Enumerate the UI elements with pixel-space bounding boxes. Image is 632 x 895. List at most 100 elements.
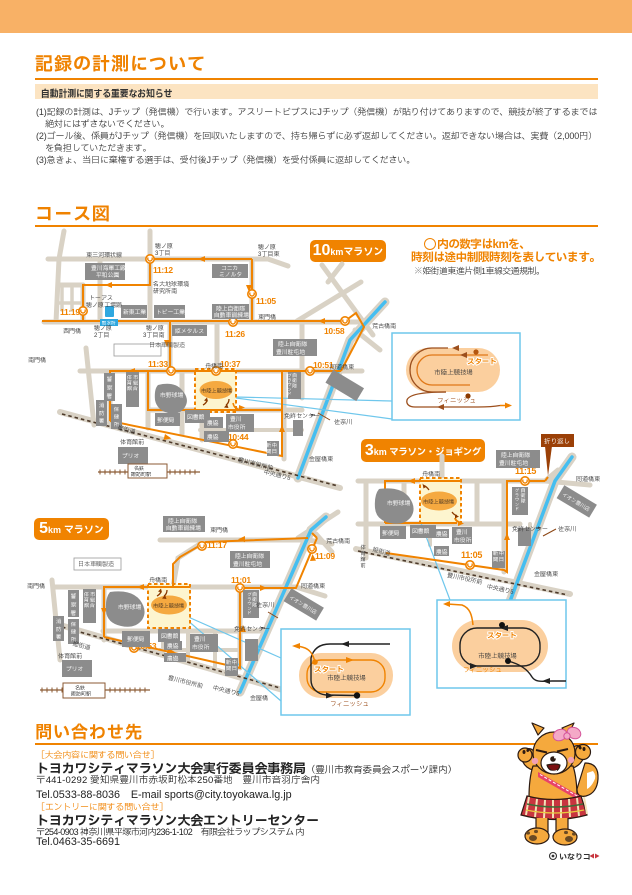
svg-text:東門橋: 東門橋 <box>210 526 228 534</box>
svg-text:名大地球環境: 名大地球環境 <box>152 280 189 288</box>
svg-text:市野球場: 市野球場 <box>160 392 183 399</box>
svg-text:スタート: スタート <box>314 665 344 674</box>
svg-text:金屋橋: 金屋橋 <box>249 694 268 702</box>
svg-text:佐奈川: 佐奈川 <box>256 601 274 609</box>
svg-text:陸上自衛隊: 陸上自衛隊 <box>235 552 264 560</box>
svg-text:豊川駐屯地: 豊川駐屯地 <box>276 348 305 356</box>
svg-text:コニカ: コニカ <box>221 265 238 272</box>
svg-text:郵便局: 郵便局 <box>127 635 145 643</box>
svg-text:11:01: 11:01 <box>231 575 251 585</box>
svg-text:農協: 農協 <box>435 531 448 538</box>
svg-text:荒古橋南: 荒古橋南 <box>371 322 396 330</box>
svg-text:11:05: 11:05 <box>461 550 482 560</box>
svg-text:トビー工業: トビー工業 <box>156 309 185 316</box>
svg-text:姫街道: 姫街道 <box>71 639 92 652</box>
svg-text:諏訪町駅: 諏訪町駅 <box>71 692 91 698</box>
svg-text:ミノルタ: ミノルタ <box>219 272 242 279</box>
svg-text:グラウンド: グラウンド <box>247 592 252 615</box>
svg-text:豊川駐屯地: 豊川駐屯地 <box>233 560 262 568</box>
svg-text:市陸上競技場: 市陸上競技場 <box>478 653 518 660</box>
svg-text:新聞: 新聞 <box>492 551 498 563</box>
svg-text:スタート: スタート <box>487 631 517 640</box>
svg-text:保健所: 保健所 <box>113 406 120 428</box>
svg-text:農協: 農協 <box>435 549 448 556</box>
svg-text:佐奈川: 佐奈川 <box>558 525 576 533</box>
svg-text:警察署: 警察署 <box>107 375 113 400</box>
svg-text:日本車輌製造: 日本車輌製造 <box>149 342 185 349</box>
svg-text:名鉄: 名鉄 <box>134 465 144 472</box>
svg-text:舟橋南: 舟橋南 <box>148 576 167 584</box>
svg-text:諏訪町駅: 諏訪町駅 <box>131 472 151 478</box>
svg-text:姫メタルス: 姫メタルス <box>175 327 204 335</box>
svg-text:市陸上競技場: 市陸上競技場 <box>327 675 367 682</box>
svg-text:新聞: 新聞 <box>265 443 271 455</box>
svg-text:自衛隊: 自衛隊 <box>251 591 257 608</box>
svg-text:農協: 農協 <box>166 643 179 650</box>
svg-text:フィニッシュ: フィニッシュ <box>330 700 369 708</box>
svg-text:市陸上競技場: 市陸上競技場 <box>423 500 454 506</box>
svg-text:豊川市役所前: 豊川市役所前 <box>167 674 204 690</box>
svg-text:11:09: 11:09 <box>315 551 335 561</box>
svg-text:同道橋東: 同道橋東 <box>576 475 601 483</box>
svg-text:豊川海軍工廠: 豊川海軍工廠 <box>91 264 126 272</box>
svg-text:自動車訓練場: 自動車訓練場 <box>214 311 249 319</box>
svg-text:陸上自衛隊: 陸上自衛隊 <box>168 517 197 525</box>
svg-text:トーアス: トーアス <box>89 295 113 302</box>
svg-text:体育館前: 体育館前 <box>360 544 366 569</box>
svg-text:陸上自衛隊: 陸上自衛隊 <box>501 451 530 459</box>
svg-text:穂ノ原工場跡: 穂ノ原工場跡 <box>85 302 123 309</box>
svg-text:2丁目: 2丁目 <box>94 332 109 339</box>
svg-text:名鉄: 名鉄 <box>75 685 85 692</box>
svg-text:陸上自衛隊: 陸上自衛隊 <box>278 340 307 348</box>
svg-text:新聞: 新聞 <box>225 660 231 672</box>
svg-text:グラウンド: グラウンド <box>515 488 520 511</box>
svg-text:中日: 中日 <box>499 551 504 563</box>
svg-text:金屋橋東: 金屋橋東 <box>533 570 559 578</box>
svg-text:3丁目東: 3丁目東 <box>258 251 280 258</box>
svg-text:11:05: 11:05 <box>256 296 276 306</box>
svg-text:同道橋東: 同道橋東 <box>301 582 326 590</box>
svg-text:陸上自衛隊: 陸上自衛隊 <box>216 305 245 313</box>
svg-text:折り返し: 折り返し <box>543 438 570 446</box>
svg-text:豊川駐屯地: 豊川駐屯地 <box>499 459 528 467</box>
svg-text:穂ノ原: 穂ノ原 <box>154 243 173 250</box>
svg-text:免許センター: 免許センター <box>234 625 270 633</box>
svg-text:西門橋: 西門橋 <box>63 327 81 335</box>
svg-text:10:51: 10:51 <box>313 360 334 370</box>
svg-text:11:12: 11:12 <box>153 265 173 275</box>
svg-text:豊川: 豊川 <box>194 636 206 643</box>
svg-text:免許センター: 免許センター <box>284 412 320 420</box>
svg-text:東門橋: 東門橋 <box>258 313 276 321</box>
svg-text:市役所: 市役所 <box>192 643 210 651</box>
svg-text:フィニッシュ: フィニッシュ <box>463 666 502 674</box>
svg-text:体育館前: 体育館前 <box>58 652 82 660</box>
svg-text:荒古橋南: 荒古橋南 <box>325 537 350 545</box>
svg-text:中日: 中日 <box>232 660 237 672</box>
svg-text:市役所: 市役所 <box>228 423 246 431</box>
svg-text:図書館: 図書館 <box>412 528 430 535</box>
svg-text:市野球場: 市野球場 <box>118 604 141 611</box>
svg-text:農協: 農協 <box>206 434 219 441</box>
svg-text:南門橋: 南門橋 <box>27 582 45 590</box>
svg-text:スタート: スタート <box>467 357 497 366</box>
svg-text:消防署: 消防署 <box>56 618 61 641</box>
svg-text:市総合: 市総合 <box>89 592 96 609</box>
svg-text:豊川: 豊川 <box>456 529 468 536</box>
svg-text:中央通り5: 中央通り5 <box>212 683 241 698</box>
svg-text:プリオ: プリオ <box>66 666 83 673</box>
svg-text:取水所: 取水所 <box>101 320 116 326</box>
svg-text:フィニッシュ: フィニッシュ <box>437 397 476 405</box>
svg-text:市陸上競技場: 市陸上競技場 <box>434 370 474 377</box>
svg-text:穂ノ原: 穂ノ原 <box>93 325 112 332</box>
svg-text:消防署: 消防署 <box>99 402 104 425</box>
svg-text:11:15: 11:15 <box>515 466 536 476</box>
svg-text:警察署: 警察署 <box>71 592 77 617</box>
svg-text:体育館前: 体育館前 <box>120 438 144 446</box>
svg-text:図書館: 図書館 <box>187 414 205 421</box>
svg-text:10:44: 10:44 <box>228 432 249 442</box>
svg-text:体育館: 体育館 <box>126 374 132 392</box>
svg-text:3丁目南: 3丁目南 <box>143 332 164 339</box>
svg-text:南門橋: 南門橋 <box>28 356 46 364</box>
svg-text:自衛隊: 自衛隊 <box>291 372 297 389</box>
svg-text:グラウンド: グラウンド <box>287 373 292 396</box>
